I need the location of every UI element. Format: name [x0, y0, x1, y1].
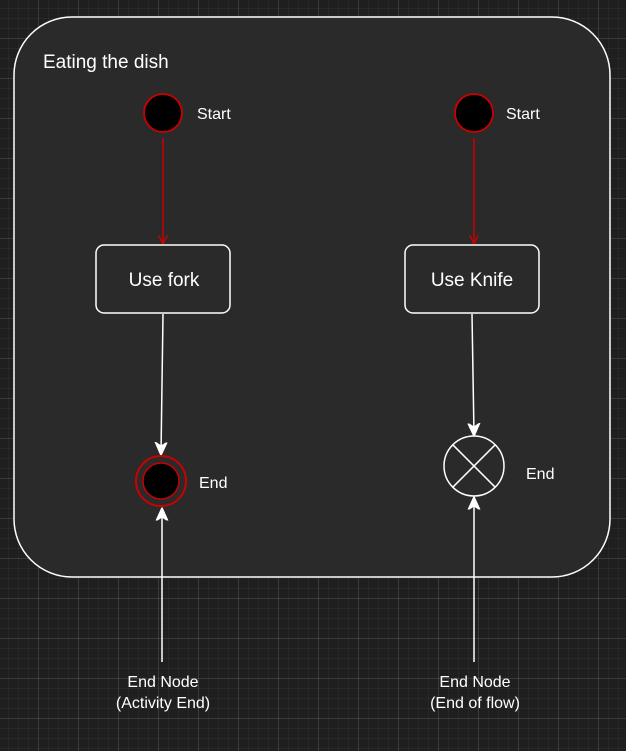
left-action-label: Use fork — [129, 270, 200, 291]
right-end-label: End — [526, 466, 554, 483]
right-callout-line1: End Node — [439, 674, 510, 691]
right-action-label: Use Knife — [431, 270, 513, 291]
right-action-node[interactable] — [404, 244, 540, 314]
right-callout-line2: (End of flow) — [430, 695, 520, 712]
left-end-label: End — [199, 475, 227, 492]
right-flow-end-node[interactable] — [443, 435, 505, 497]
right-start-label: Start — [506, 106, 540, 123]
left-activity-end-node[interactable] — [135, 455, 187, 507]
left-start-node[interactable] — [143, 93, 183, 133]
left-action-to-end-arrow[interactable] — [161, 313, 163, 454]
container-title: Eating the dish — [43, 52, 169, 73]
left-callout-line2: (Activity End) — [116, 695, 210, 712]
right-action-to-end-arrow[interactable] — [472, 313, 474, 435]
left-callout-line1: End Node — [127, 674, 198, 691]
right-start-node[interactable] — [454, 93, 494, 133]
left-start-label: Start — [197, 106, 231, 123]
left-action-node[interactable] — [95, 244, 231, 314]
